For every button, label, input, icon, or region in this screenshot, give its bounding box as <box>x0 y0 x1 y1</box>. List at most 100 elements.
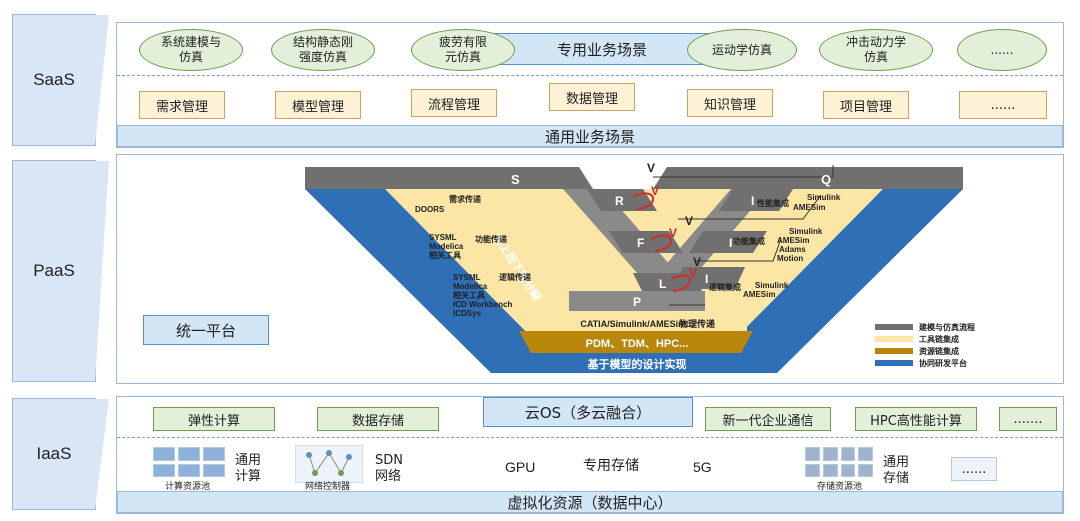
box-knowledge-mgmt: 知识管理 <box>687 89 773 117</box>
node-i-2: I <box>729 236 732 250</box>
legend-item-process: 建模与仿真流程 <box>875 321 1055 333</box>
label-logic-pass: 逻辑传递 <box>499 273 531 282</box>
special-storage-label: 专用存储 <box>583 458 639 474</box>
red-v-3: V <box>689 266 697 280</box>
node-p: P <box>633 295 641 309</box>
iaas-label: IaaS <box>36 444 72 463</box>
unified-platform-box: 统一平台 <box>143 315 269 345</box>
virtual-resource-bar: 虚拟化资源（数据中心） <box>117 491 1063 513</box>
saas-label: SaaS <box>33 70 75 89</box>
legend-label-platform: 协同研发平台 <box>919 358 967 368</box>
unified-platform-label: 统一平台 <box>175 321 236 340</box>
label-logic-integ: 逻辑集成 <box>709 283 741 292</box>
storage-node-icon <box>858 447 873 461</box>
special-scene-label: 专用业务场景 <box>556 40 647 59</box>
compute-node-icon <box>153 463 175 477</box>
iaas-panel: 云OS（多云融合） 弹性计算 数据存储 新一代企业通信 HPC高性能计算 ...… <box>116 396 1064 514</box>
label-amesim-1: AMESim <box>793 203 826 212</box>
oval-system-modeling: 系统建模与 仿真 <box>139 29 243 71</box>
legend-swatch-resource <box>875 348 913 354</box>
physics-label: 物理传递 <box>679 318 715 329</box>
label-simulink-3: Simulink <box>755 281 789 290</box>
saas-panel: 专用业务场景 系统建模与 仿真 结构静态刚 强度仿真 疲劳有限 元仿真 运动学仿… <box>116 22 1064 148</box>
node-f: F <box>637 236 644 250</box>
label-modelica-1: Modelica <box>429 242 464 251</box>
compute-node-icon <box>178 447 200 461</box>
box-model-mgmt: 模型管理 <box>275 91 361 119</box>
label-adams: Adams <box>779 245 806 254</box>
compute-node-icon <box>178 463 200 477</box>
tools-line-label: CATIA/Simulink/AMESim... <box>580 319 693 329</box>
label-func-integ: 功能集成 <box>733 237 765 246</box>
cloud-os-label: 云OS（多云融合） <box>524 403 652 422</box>
box-elastic-compute: 弹性计算 <box>153 407 275 431</box>
label-req-pass: 需求传递 <box>449 195 481 204</box>
node-r: R <box>615 194 624 208</box>
iaas-more-box: ...... <box>951 457 997 481</box>
box-hpc: HPC高性能计算 <box>855 407 977 431</box>
oval-kinematics: 运动学仿真 <box>687 29 797 71</box>
box-more: ....... <box>999 407 1057 431</box>
label-sysml-1: SYSML <box>429 233 457 242</box>
virtual-resource-label: 虚拟化资源（数据中心） <box>507 493 673 512</box>
base-label: 基于模型的设计实现 <box>587 357 687 371</box>
node-i-1: I <box>751 194 754 208</box>
compute-pool-icon <box>153 447 225 477</box>
storage-node-icon <box>805 447 820 461</box>
legend-swatch-toolchain <box>875 336 913 342</box>
paas-label: PaaS <box>33 261 75 280</box>
oval-fatigue: 疲劳有限 元仿真 <box>411 29 515 71</box>
general-scene-label: 通用业务场景 <box>544 127 635 146</box>
label-perf-integ: 性能集成 <box>757 199 789 208</box>
box-data-mgmt: 数据管理 <box>549 83 635 111</box>
red-v-2: V <box>669 226 677 240</box>
saas-layer-tag: SaaS <box>12 14 109 146</box>
storage-node-icon <box>822 447 838 461</box>
label-tools-2: 相关工具 <box>453 291 485 300</box>
legend-item-resource: 资源链集成 <box>875 345 1055 357</box>
label-simulink-2: Simulink <box>789 227 823 236</box>
v-mid2-letter: V <box>693 255 701 269</box>
oval-more: ...... <box>957 29 1047 71</box>
legend-label-resource: 资源链集成 <box>919 346 959 356</box>
storage-pool-caption: 存储资源池 <box>817 482 863 492</box>
compute-node-icon <box>203 447 225 461</box>
label-amesim-2: AMESim <box>777 236 810 245</box>
legend: 建模与仿真流程 工具链集成 资源链集成 协同研发平台 <box>875 321 1055 369</box>
paas-layer-tag: PaaS <box>12 160 109 382</box>
box-enterprise-comm: 新一代企业通信 <box>705 407 831 431</box>
v-mid1-letter: V <box>685 214 693 228</box>
compute-pool-caption: 计算资源池 <box>165 482 211 492</box>
label-motion: Motion <box>777 254 804 263</box>
box-data-storage: 数据存储 <box>317 407 439 431</box>
node-i-3: I <box>705 272 708 286</box>
compute-node-icon <box>153 447 175 461</box>
storage-node-icon <box>840 447 856 461</box>
label-amesim-3: AMESim <box>743 290 776 299</box>
gpu-label: GPU <box>505 459 536 475</box>
storage-node-icon <box>858 463 873 477</box>
network-controller-icon <box>295 445 363 483</box>
pdm-label: PDM、TDM、HPC... <box>586 338 689 350</box>
label-icd-workbench: ICD Workbench <box>453 300 513 309</box>
legend-item-platform: 协同研发平台 <box>875 357 1055 369</box>
storage-node-icon <box>840 463 856 477</box>
legend-label-toolchain: 工具链集成 <box>919 334 959 344</box>
box-process-mgmt: 流程管理 <box>411 89 497 117</box>
right-side-label: 自下而上的集成 <box>900 254 954 326</box>
v-model-diagram: S Q V V V V V V R F L I I I P 自上而下的分解 自下… <box>305 161 963 373</box>
storage-node-icon <box>822 463 838 477</box>
label-icdsys: ICDSys <box>453 309 482 318</box>
v-top-left-letter: S <box>511 172 520 187</box>
special-scene-box: 专用业务场景 <box>489 33 715 65</box>
oval-impact: 冲击动力学 仿真 <box>819 29 933 71</box>
compute-node-icon <box>203 463 225 477</box>
label-modelica-2: Modelica <box>453 282 488 291</box>
label-doors: DOORS <box>415 205 445 214</box>
paas-panel: 统一平台 <box>116 154 1064 384</box>
box-more: ...... <box>959 91 1047 119</box>
legend-item-toolchain: 工具链集成 <box>875 333 1055 345</box>
v-top-right-letter: Q <box>821 172 831 187</box>
node-l: L <box>659 277 666 291</box>
label-simulink-1: Simulink <box>807 193 841 202</box>
